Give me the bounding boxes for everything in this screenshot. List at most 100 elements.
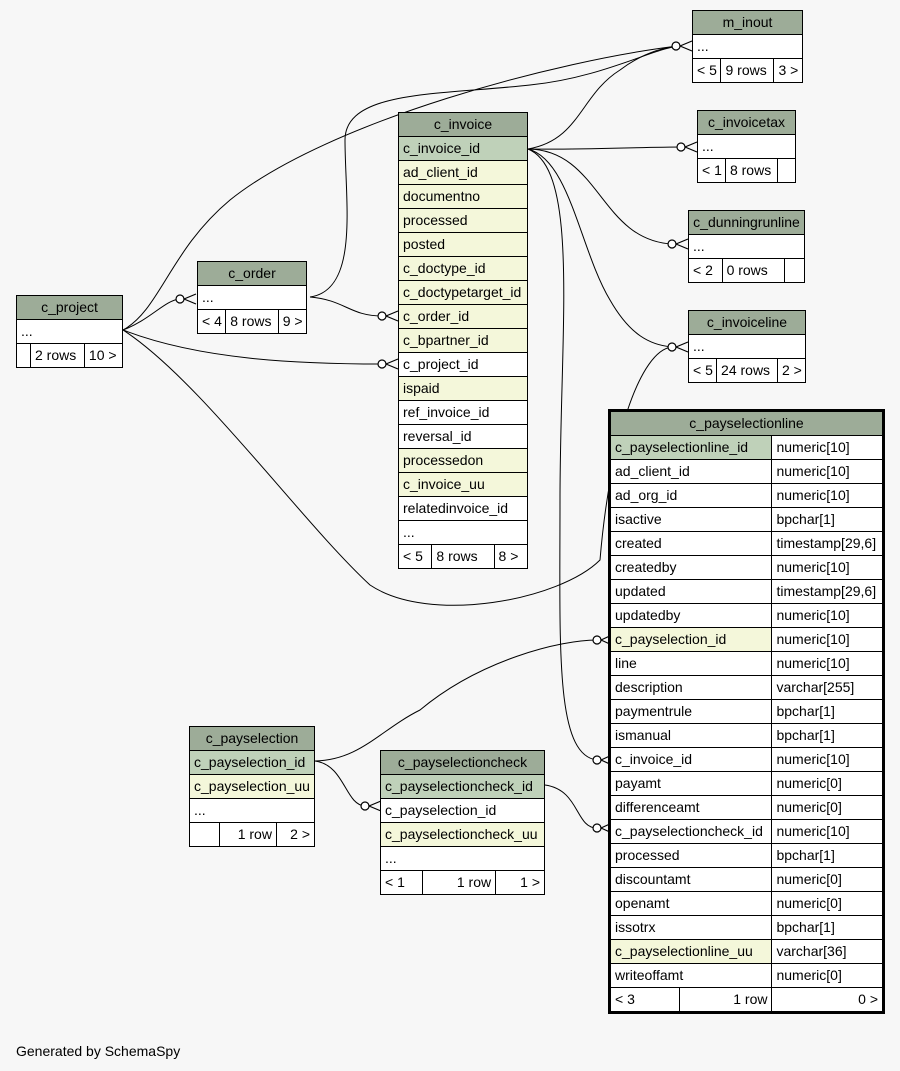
- column-name[interactable]: ad_client_id: [609, 459, 773, 484]
- nav-children[interactable]: 10 >: [83, 343, 124, 368]
- table-title[interactable]: c_payselectionline: [610, 411, 883, 436]
- table-title[interactable]: c_payselection: [189, 726, 315, 751]
- table-c-dunningrunline[interactable]: c_dunningrunline ... < 2 0 rows: [688, 210, 805, 283]
- table-title[interactable]: c_project: [16, 295, 123, 320]
- column-type: numeric[10]: [771, 651, 883, 676]
- column-type: numeric[10]: [771, 435, 883, 460]
- column-name[interactable]: payamt: [609, 771, 773, 796]
- nav-parents[interactable]: < 4: [196, 309, 227, 334]
- column-name[interactable]: c_payselectionline_id: [609, 435, 773, 460]
- column-processedon[interactable]: processedon: [398, 448, 528, 473]
- column-type: bpchar[1]: [771, 915, 883, 940]
- table-c-invoicetax[interactable]: c_invoicetax ... < 1 8 rows: [697, 110, 796, 183]
- column-type: numeric[10]: [771, 747, 883, 772]
- column-name[interactable]: c_invoice_id: [609, 747, 773, 772]
- column-type: numeric[0]: [771, 795, 883, 820]
- column-c-doctype-id[interactable]: c_doctype_id: [398, 256, 528, 281]
- column-name[interactable]: discountamt: [609, 867, 773, 892]
- column-ref-invoice-id[interactable]: ref_invoice_id: [398, 400, 528, 425]
- column-type: numeric[0]: [771, 891, 883, 916]
- column-name[interactable]: line: [609, 651, 773, 676]
- column-ispaid[interactable]: ispaid: [398, 376, 528, 401]
- nav-parents[interactable]: [16, 343, 31, 368]
- column-name[interactable]: isactive: [609, 507, 773, 532]
- table-c-project[interactable]: c_project ... 2 rows 10 >: [16, 295, 124, 368]
- ellipsis-row: ...: [688, 234, 805, 259]
- column-name[interactable]: c_payselectioncheck_id: [609, 819, 773, 844]
- column-type: bpchar[1]: [771, 507, 883, 532]
- column-c-invoice-uu[interactable]: c_invoice_uu: [398, 472, 528, 497]
- nav-children[interactable]: 2 >: [776, 358, 807, 383]
- column-c-payselectioncheck-uu[interactable]: c_payselectioncheck_uu: [380, 822, 545, 847]
- column-name[interactable]: differenceamt: [609, 795, 773, 820]
- nav-children[interactable]: 1 >: [495, 870, 545, 895]
- nav-parents[interactable]: < 5: [397, 544, 433, 569]
- column-name[interactable]: issotrx: [609, 915, 773, 940]
- nav-parents[interactable]: < 5: [687, 358, 718, 383]
- table-title[interactable]: c_invoicetax: [697, 110, 796, 135]
- nav-parents[interactable]: < 1: [697, 158, 726, 183]
- table-title[interactable]: c_dunningrunline: [688, 210, 805, 235]
- table-c-invoice[interactable]: c_invoice c_invoice_id ad_client_id docu…: [397, 112, 529, 569]
- column-c-project-id[interactable]: c_project_id: [398, 352, 528, 377]
- column-name[interactable]: updatedby: [609, 603, 773, 628]
- column-name[interactable]: c_payselectionline_uu: [609, 939, 773, 964]
- nav-parents[interactable]: [189, 822, 220, 847]
- column-type: numeric[10]: [771, 603, 883, 628]
- column-c-payselection-id[interactable]: c_payselection_id: [380, 798, 545, 823]
- nav-children[interactable]: 3 >: [773, 58, 803, 83]
- column-c-bpartner-id[interactable]: c_bpartner_id: [398, 328, 528, 353]
- column-name[interactable]: paymentrule: [609, 699, 773, 724]
- edge-payselection-payselectionline: [314, 639, 598, 762]
- column-name[interactable]: created: [609, 531, 773, 556]
- column-relatedinvoice-id[interactable]: relatedinvoice_id: [398, 496, 528, 521]
- table-title[interactable]: c_order: [197, 261, 307, 286]
- ellipsis-row: ...: [398, 520, 528, 545]
- column-name[interactable]: updated: [609, 579, 773, 604]
- nav-children[interactable]: 9 >: [277, 309, 308, 334]
- column-c-order-id[interactable]: c_order_id: [398, 304, 528, 329]
- nav-children[interactable]: [777, 158, 796, 183]
- column-reversal-id[interactable]: reversal_id: [398, 424, 528, 449]
- column-type: timestamp[29,6]: [771, 531, 883, 556]
- table-m-inout[interactable]: m_inout ... < 5 9 rows 3 >: [691, 10, 803, 83]
- column-c-doctypetarget-id[interactable]: c_doctypetarget_id: [398, 280, 528, 305]
- table-c-order[interactable]: c_order ... < 4 8 rows 9 >: [196, 261, 308, 334]
- column-c-payselection-uu[interactable]: c_payselection_uu: [189, 774, 315, 799]
- column-name[interactable]: processed: [609, 843, 773, 868]
- nav-parents[interactable]: < 1: [380, 870, 423, 895]
- table-title[interactable]: c_invoice: [398, 112, 528, 137]
- table-c-payselection[interactable]: c_payselection c_payselection_id c_payse…: [189, 726, 316, 847]
- nav-parents[interactable]: < 5: [691, 58, 722, 83]
- column-name[interactable]: writeoffamt: [609, 963, 773, 988]
- column-name[interactable]: openamt: [609, 891, 773, 916]
- column-name[interactable]: ismanual: [609, 723, 773, 748]
- nav-parents[interactable]: < 2: [688, 258, 723, 283]
- edge-invoice-dunningrunline: [527, 148, 673, 245]
- column-type: numeric[0]: [771, 771, 883, 796]
- column-c-invoice-id[interactable]: c_invoice_id: [398, 136, 528, 161]
- column-name[interactable]: ad_org_id: [609, 483, 773, 508]
- column-name[interactable]: description: [609, 675, 773, 700]
- column-processed[interactable]: processed: [398, 208, 528, 233]
- column-documentno[interactable]: documentno: [398, 184, 528, 209]
- table-title[interactable]: c_payselectioncheck: [380, 750, 545, 775]
- table-c-payselectioncheck[interactable]: c_payselectioncheck c_payselectioncheck_…: [380, 750, 545, 895]
- column-ad-client-id[interactable]: ad_client_id: [398, 160, 528, 185]
- nav-children[interactable]: [784, 258, 805, 283]
- table-title[interactable]: c_invoiceline: [688, 310, 806, 335]
- table-title[interactable]: m_inout: [692, 10, 803, 35]
- row-count: 0 rows: [721, 258, 786, 283]
- column-c-payselectioncheck-id[interactable]: c_payselectioncheck_id: [380, 774, 545, 799]
- nav-children[interactable]: 2 >: [275, 822, 316, 847]
- nav-children[interactable]: 0 >: [771, 987, 883, 1012]
- nav-children[interactable]: 8 >: [493, 544, 529, 569]
- column-c-payselection-id[interactable]: c_payselection_id: [189, 750, 315, 775]
- column-name[interactable]: createdby: [609, 555, 773, 580]
- column-name[interactable]: c_payselection_id: [609, 627, 773, 652]
- table-c-payselectionline[interactable]: c_payselectionline c_payselectionline_id…: [608, 409, 885, 1014]
- nav-parents[interactable]: < 3: [611, 988, 680, 1011]
- table-c-invoiceline[interactable]: c_invoiceline ... < 5 24 rows 2 >: [687, 310, 807, 383]
- ellipsis-row: ...: [688, 334, 806, 359]
- column-posted[interactable]: posted: [398, 232, 528, 257]
